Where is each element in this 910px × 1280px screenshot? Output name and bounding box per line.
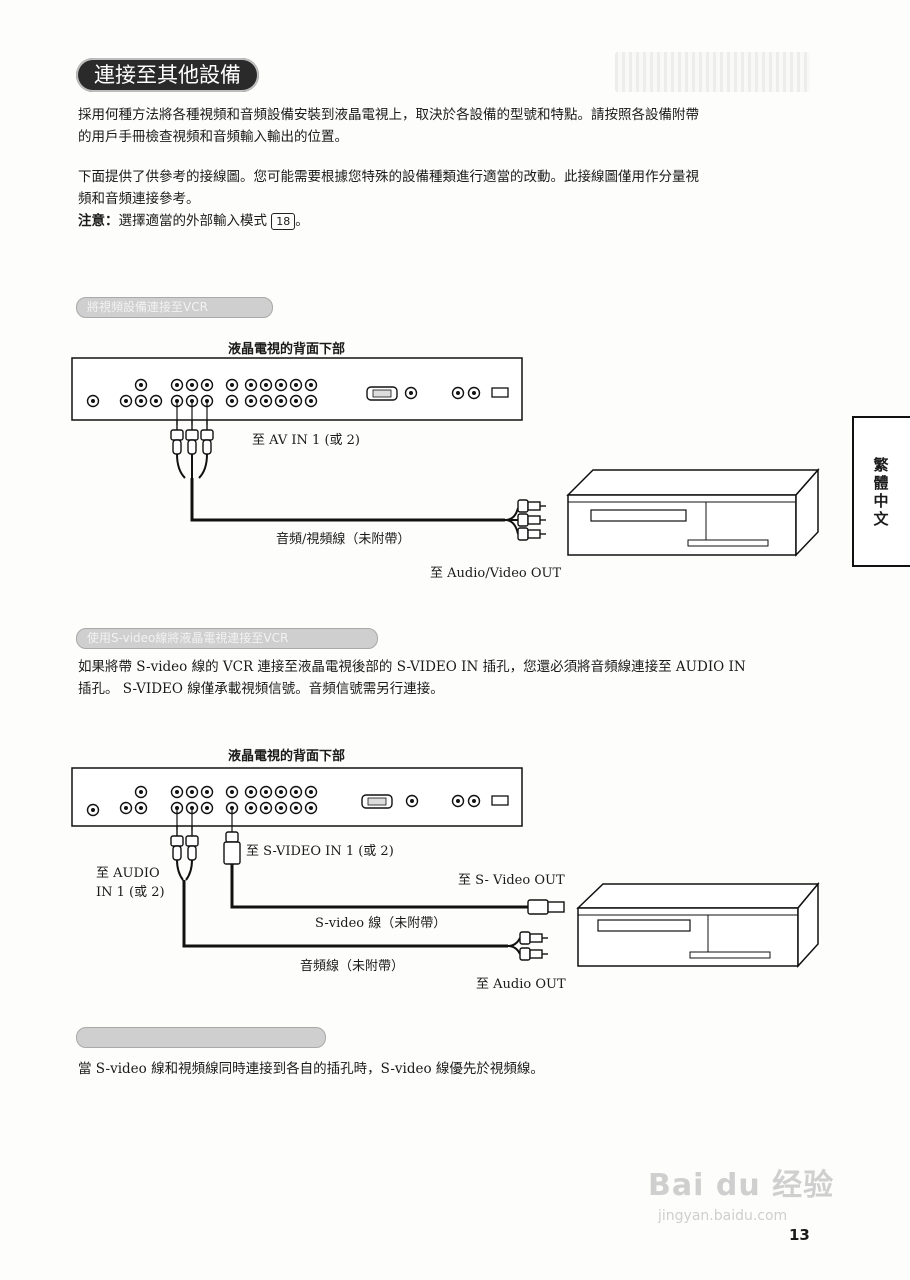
intro-line: 採用何種方法將各種視頻和音頻設備安裝到液晶電視上，取決於各設備的型號和特點。請按… [78, 107, 699, 123]
intro-line: 頻和音頻連接參考。 [78, 191, 200, 207]
note-end: 。 [295, 213, 309, 229]
label-av-in: 至 AV IN 1 (或 2) [252, 433, 360, 448]
label-svideo-cable: S-video 線（未附帶） [315, 916, 447, 931]
label-audio-in-line1: 至 AUDIO [96, 866, 160, 881]
header-decoration [615, 52, 810, 92]
audio-cable-2 [170, 808, 549, 961]
note-line: 注意：選擇適當的外部輸入模式 18。 [78, 210, 818, 232]
label-svideo-in: 至 S-VIDEO IN 1 (或 2) [246, 844, 394, 859]
baidu-watermark: Bai du 经验 jingyan.baidu.com [648, 1160, 838, 1240]
note-text: 選擇適當的外部輸入模式 [118, 213, 268, 229]
section-1-header: 將視頻設備連接至VCR [76, 297, 273, 318]
section-2-line: 如果將帶 S-video 線的 VCR 連接至液晶電視後部的 S-VIDEO I… [78, 659, 746, 675]
label-audio-cable: 音頻線（未附帶） [300, 959, 405, 974]
label-audio-out: 至 Audio OUT [476, 977, 566, 992]
section-3-paragraph: 當 S-video 線和視頻線同時連接到各自的插孔時，S-video 線優先於視… [78, 1061, 544, 1077]
svideo-cable-2 [223, 808, 565, 915]
section-2-header: 使用S-video線將液晶電視連接至VCR [76, 628, 378, 649]
vcr-device-1 [566, 468, 820, 557]
page-title: 連接至其他設備 [76, 58, 259, 92]
section-2-line: 插孔。 S-VIDEO 線僅承載視頻信號。音頻信號需另行連接。 [78, 681, 444, 697]
section-3-header [76, 1027, 326, 1048]
av-cable-1 [170, 401, 547, 541]
tv-rear-panel-2 [71, 767, 523, 827]
vcr-device-2 [576, 881, 820, 968]
section-2-paragraph: 如果將帶 S-video 線的 VCR 連接至液晶電視後部的 S-VIDEO I… [78, 656, 818, 700]
intro-line: 下面提供了供參考的接線圖。您可能需要根據您特殊的設備種類進行適當的改動。此接線圖… [78, 169, 699, 185]
diagram-2-title: 液晶電視的背面下部 [228, 749, 346, 764]
intro-line: 的用戶手冊檢查視頻和音頻輸入輸出的位置。 [78, 129, 348, 145]
diagram-1-title: 液晶電視的背面下部 [228, 342, 346, 357]
note-label: 注意： [78, 213, 119, 229]
tv-rear-panel-1 [71, 357, 523, 421]
label-audio-in-line2: IN 1 (或 2) [96, 885, 165, 900]
intro-paragraph-1: 採用何種方法將各種視頻和音頻設備安裝到液晶電視上，取決於各設備的型號和特點。請按… [78, 104, 818, 148]
intro-paragraph-2: 下面提供了供參考的接線圖。您可能需要根據您特殊的設備種類進行適當的改動。此接線圖… [78, 166, 818, 232]
language-tab-label: 繁體中文 [873, 456, 889, 528]
language-side-tab: 繁體中文 [852, 416, 910, 567]
label-svideo-out: 至 S- Video OUT [458, 873, 565, 888]
page-ref-box[interactable]: 18 [271, 213, 296, 230]
page-number: 13 [789, 1226, 810, 1244]
label-av-out: 至 Audio/Video OUT [430, 566, 562, 581]
watermark-line-1: Bai du 经验 [648, 1168, 835, 1203]
label-av-cable: 音頻/視頻線（未附帶） [276, 532, 411, 547]
watermark-line-2: jingyan.baidu.com [658, 1208, 788, 1224]
